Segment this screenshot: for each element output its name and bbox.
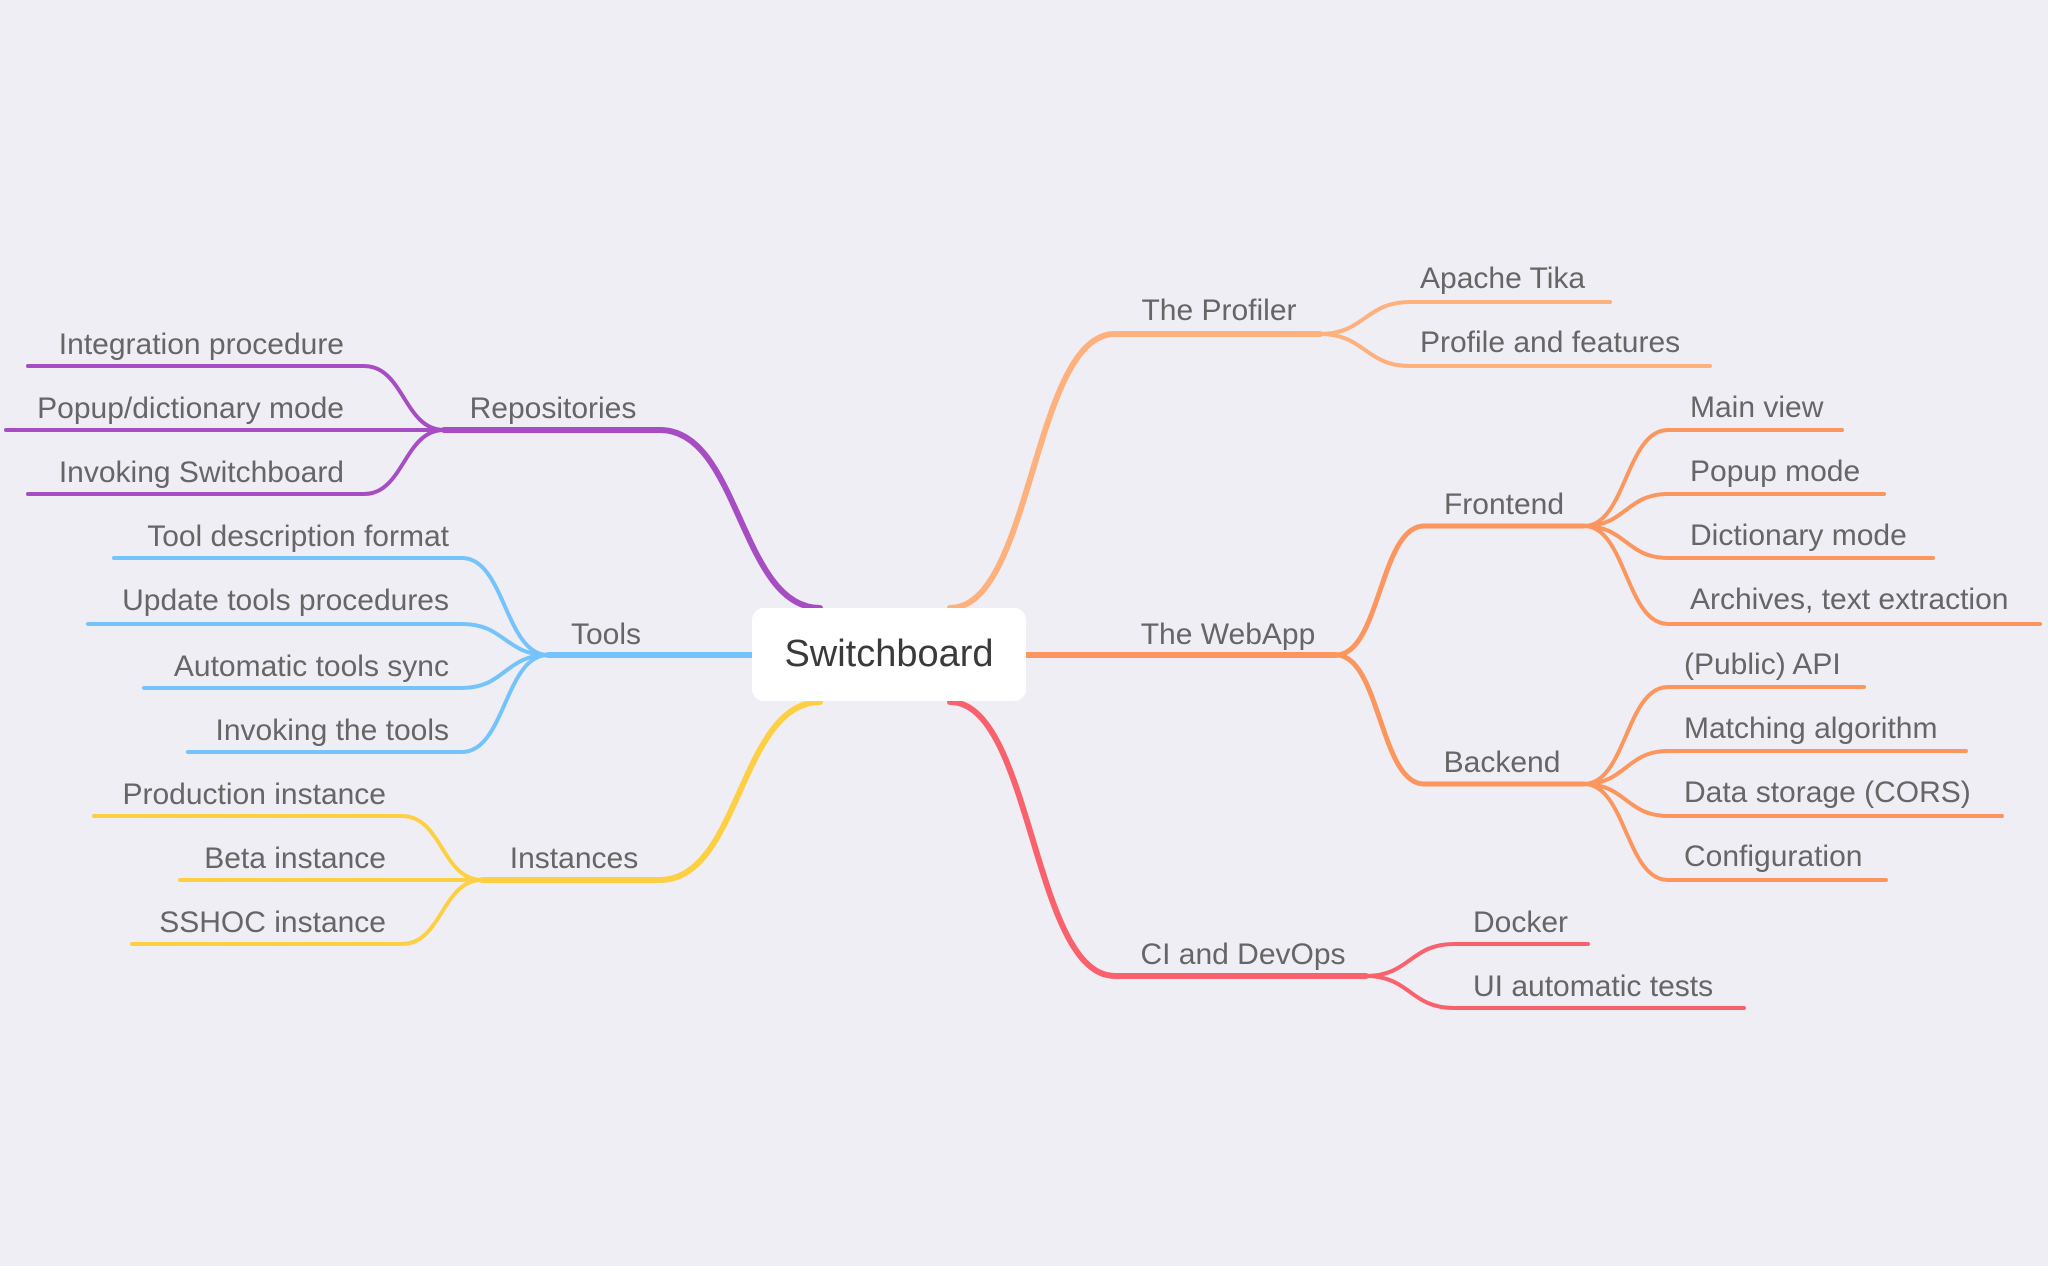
link-backend-child [1582,782,1888,882]
node-dictionary-mode[interactable]: Dictionary mode [1690,519,1907,552]
node-sshoc-instance[interactable]: SSHOC instance [159,906,386,939]
link-backend-child [1582,782,2004,818]
branch-lines-tools [86,556,755,754]
link-ci-docker [1364,942,1590,978]
branch-lines-profiler [947,300,1712,611]
link-profiler-profile-features [1318,332,1712,368]
node-update-tools-procedures[interactable]: Update tools procedures [122,584,449,617]
node-invoking-switchboard[interactable]: Invoking Switchboard [58,456,344,489]
link-frontend-child [1582,524,1935,560]
link-frontend-child [1582,428,1844,528]
node-backend[interactable]: Backend [1443,746,1561,779]
node-ui-automatic-tests[interactable]: UI automatic tests [1473,970,1714,1003]
link-root-ci-devops [947,699,1369,979]
link-webapp-frontend [1333,523,1587,658]
node-beta-instance[interactable]: Beta instance [204,842,386,875]
node-the-webapp[interactable]: The WebApp [1140,618,1316,651]
link-frontend-child [1582,492,1886,528]
link-webapp-backend [1333,652,1587,787]
branch-lines-ci-devops [947,699,1746,1010]
node-popup-mode[interactable]: Popup mode [1690,455,1861,488]
link-tools-child [112,556,550,657]
link-backend-child [1582,749,1968,786]
node-tools[interactable]: Tools [570,618,642,651]
node-automatic-tools-sync[interactable]: Automatic tools sync [173,650,449,683]
link-backend-child [1582,685,1866,786]
node-integration-procedure[interactable]: Integration procedure [58,328,344,361]
node-repositories[interactable]: Repositories [469,392,637,425]
node-invoking-the-tools[interactable]: Invoking the tools [215,714,449,747]
node-data-storage-cors[interactable]: Data storage (CORS) [1684,776,1971,809]
link-repos-invoking [26,428,446,496]
node-docker[interactable]: Docker [1473,906,1569,939]
link-tools-child [86,622,550,657]
link-frontend-child [1582,524,2042,626]
link-tools-child [186,653,550,754]
link-tools-child [142,653,550,690]
root-node-switchboard[interactable]: Switchboard [752,608,1026,701]
link-profiler-apache-tika [1318,300,1612,336]
link-instances-production [92,814,484,882]
link-ci-ui-tests [1364,974,1746,1010]
link-root-profiler [947,331,1323,611]
node-the-profiler[interactable]: The Profiler [1141,294,1297,327]
node-matching-algorithm[interactable]: Matching algorithm [1684,712,1938,745]
link-instances-sshoc [130,878,484,946]
node-popup-dictionary-mode[interactable]: Popup/dictionary mode [37,392,344,425]
branch-lines-repositories [4,364,823,611]
link-root-repositories [441,427,823,611]
node-profile-and-features[interactable]: Profile and features [1420,326,1681,359]
link-repos-integration [26,364,446,432]
node-instances[interactable]: Instances [509,842,639,875]
node-configuration[interactable]: Configuration [1684,840,1863,873]
node-ci-and-devops[interactable]: CI and DevOps [1140,938,1346,971]
node-main-view[interactable]: Main view [1690,391,1824,424]
node-apache-tika[interactable]: Apache Tika [1420,262,1586,295]
node-tool-description-format[interactable]: Tool description format [147,520,449,553]
node-frontend[interactable]: Frontend [1443,488,1565,521]
branch-lines-instances [92,699,823,946]
branch-lines-webapp [1023,428,2042,882]
root-node-label: Switchboard [784,633,994,675]
node-production-instance[interactable]: Production instance [122,778,387,811]
node-public-api[interactable]: (Public) API [1684,648,1841,681]
node-archives-text-extraction[interactable]: Archives, text extraction [1690,583,2009,616]
link-root-instances [479,699,823,883]
